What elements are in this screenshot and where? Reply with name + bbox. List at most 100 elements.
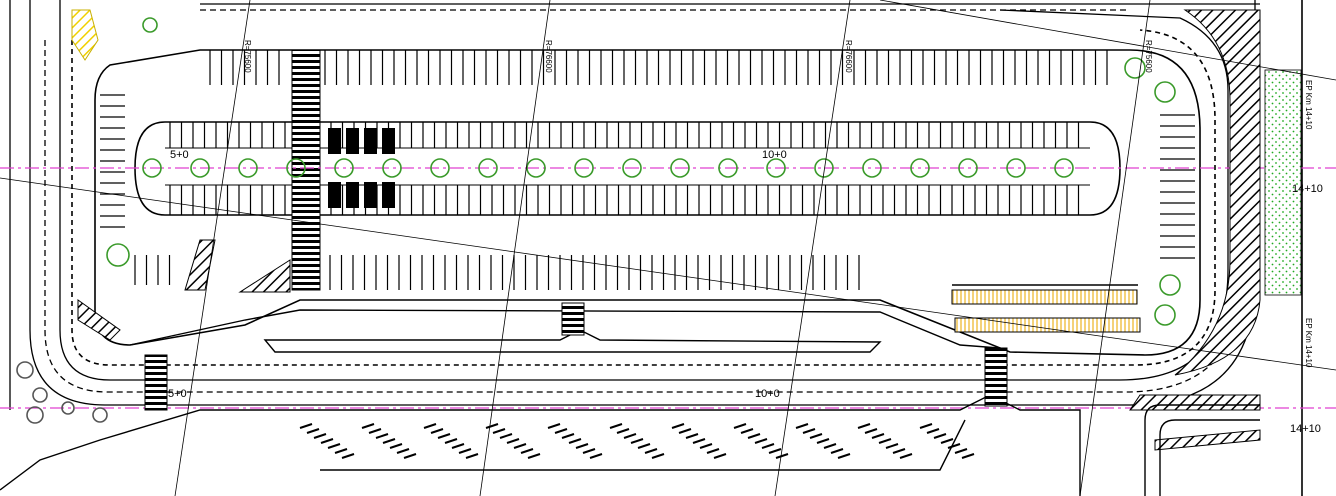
angled-stall-mark bbox=[492, 428, 506, 434]
angled-stall-mark bbox=[706, 448, 720, 454]
tree bbox=[862, 158, 882, 178]
angled-stall-mark bbox=[926, 428, 940, 434]
angled-stall-mark bbox=[306, 428, 320, 434]
angled-stall-mark bbox=[396, 448, 410, 454]
tree bbox=[526, 158, 546, 178]
tree bbox=[1006, 158, 1026, 178]
station-label-right-upper: 14+10 bbox=[1292, 183, 1323, 195]
angled-stall-mark bbox=[699, 443, 713, 449]
angled-stall-mark bbox=[768, 448, 782, 454]
angled-stall-mark bbox=[837, 453, 851, 459]
landscape-area bbox=[1264, 69, 1302, 296]
tree bbox=[814, 158, 834, 178]
angled-stall-mark bbox=[947, 443, 961, 449]
tree bbox=[382, 158, 402, 178]
angled-stall-mark bbox=[527, 453, 541, 459]
tree bbox=[670, 158, 690, 178]
angled-stall-mark bbox=[692, 438, 706, 444]
angled-stall-mark bbox=[630, 438, 644, 444]
station-label-upper-left: 5+0 bbox=[170, 149, 189, 161]
pedestrian-crosswalk-vertical bbox=[291, 49, 321, 291]
angled-stall-mark bbox=[368, 428, 382, 434]
angled-stall-mark bbox=[609, 423, 623, 429]
corner-trees bbox=[16, 17, 1181, 424]
tree bbox=[430, 158, 450, 178]
angled-stall-mark bbox=[582, 448, 596, 454]
angled-stall-mark bbox=[795, 423, 809, 429]
angled-stall-mark bbox=[885, 443, 899, 449]
tree bbox=[238, 158, 258, 178]
accessible-stalls bbox=[328, 128, 395, 208]
angled-stall-mark bbox=[458, 448, 472, 454]
angled-stall-mark bbox=[678, 428, 692, 434]
hatched-areas bbox=[71, 9, 1261, 451]
km-mark-upper: EP Km 14+10 bbox=[1304, 80, 1313, 130]
angled-stall-mark bbox=[485, 423, 499, 429]
angled-stall-mark bbox=[375, 433, 389, 439]
angled-stall-mark bbox=[775, 453, 789, 459]
angled-stall-mark bbox=[320, 438, 334, 444]
angled-stall-mark bbox=[713, 453, 727, 459]
angled-stall-mark bbox=[403, 453, 417, 459]
angled-stall-mark bbox=[451, 443, 465, 449]
tree bbox=[718, 158, 738, 178]
tree bbox=[958, 158, 978, 178]
angled-stall-mark bbox=[933, 433, 947, 439]
angled-stall-mark bbox=[809, 433, 823, 439]
station-label-right-lower: 14+10 bbox=[1290, 423, 1321, 435]
angled-stall-mark bbox=[747, 433, 761, 439]
angled-stall-mark bbox=[671, 423, 685, 429]
angled-stall-mark bbox=[637, 443, 651, 449]
tree bbox=[142, 158, 162, 178]
angled-stall-mark bbox=[733, 423, 747, 429]
angled-stall-mark bbox=[871, 433, 885, 439]
tree bbox=[622, 158, 642, 178]
angled-stall-mark bbox=[423, 423, 437, 429]
angled-stall-mark bbox=[816, 438, 830, 444]
angled-stall-mark bbox=[361, 423, 375, 429]
tree bbox=[574, 158, 594, 178]
angled-stall-mark bbox=[506, 438, 520, 444]
angled-stall-mark bbox=[568, 438, 582, 444]
tree bbox=[478, 158, 498, 178]
angled-stall-mark bbox=[327, 443, 341, 449]
tree bbox=[190, 158, 210, 178]
angled-stall-mark bbox=[513, 443, 527, 449]
tree bbox=[766, 158, 786, 178]
angled-stall-mark bbox=[520, 448, 534, 454]
station-label-lower-left: 5+0 bbox=[168, 388, 187, 400]
angled-stall-mark bbox=[864, 428, 878, 434]
angled-stall-mark bbox=[830, 448, 844, 454]
angled-stall-mark bbox=[382, 438, 396, 444]
angled-stall-mark bbox=[575, 443, 589, 449]
angled-stall-mark bbox=[899, 453, 913, 459]
angled-stall-mark bbox=[430, 428, 444, 434]
parking-stalls bbox=[100, 50, 1195, 290]
parking-lot-perimeter bbox=[71, 29, 1216, 366]
median-trees bbox=[142, 158, 1074, 178]
angled-stall-mark bbox=[554, 428, 568, 434]
angled-stall-mark bbox=[802, 428, 816, 434]
angled-stall-mark bbox=[499, 433, 513, 439]
angled-stall-mark bbox=[334, 448, 348, 454]
angled-stall-mark bbox=[437, 433, 451, 439]
angled-stall-mark bbox=[685, 433, 699, 439]
angled-stall-mark bbox=[561, 433, 575, 439]
angled-stall-mark bbox=[651, 453, 665, 459]
angled-stall-mark bbox=[754, 438, 768, 444]
angled-stall-mark bbox=[589, 453, 603, 459]
angled-stall-mark bbox=[940, 438, 954, 444]
angled-stall-mark bbox=[644, 448, 658, 454]
crosswalks bbox=[144, 302, 1008, 411]
angled-stall-mark bbox=[389, 443, 403, 449]
angled-stall-mark bbox=[961, 453, 975, 459]
grid-label-3: R=76600 bbox=[844, 40, 853, 73]
angled-stall-mark bbox=[761, 443, 775, 449]
angled-stall-mark bbox=[954, 448, 968, 454]
angled-stall-mark bbox=[547, 423, 561, 429]
angled-stall-mark bbox=[299, 423, 313, 429]
angled-stall-mark bbox=[878, 438, 892, 444]
angled-stall-mark bbox=[823, 443, 837, 449]
